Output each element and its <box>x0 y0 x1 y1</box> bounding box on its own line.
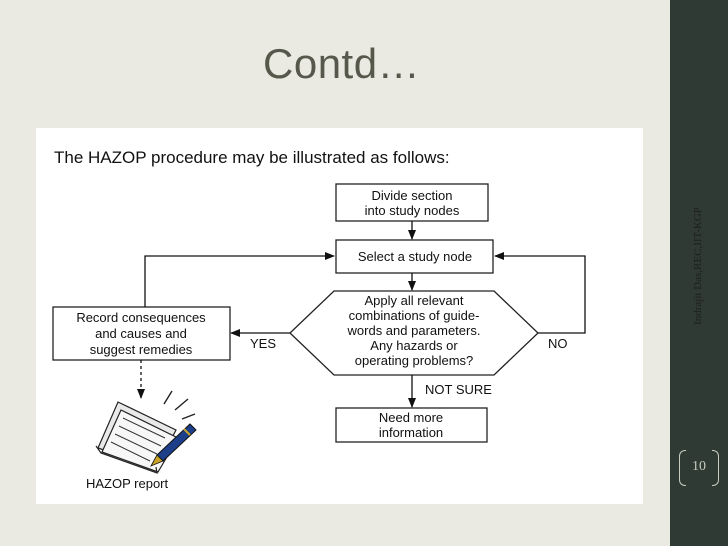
node-select-study-node: Select a study node <box>335 239 494 274</box>
report-label: HAZOP report <box>86 476 169 491</box>
node-need-more-information: Need more information <box>335 407 488 443</box>
node-apply-decision: Apply all relevant combinations of guide… <box>289 290 539 376</box>
page-number: 10 <box>692 459 706 474</box>
node-apply-line-4: Any hazards or <box>370 338 458 353</box>
flow-edges <box>137 221 586 408</box>
node-apply-line-5: operating problems? <box>355 353 474 368</box>
node-need-line-1: Need more <box>379 410 443 425</box>
diagram-intro-text: The HAZOP procedure may be illustrated a… <box>54 148 450 167</box>
pen-icon <box>150 423 197 467</box>
slide-title: Contd… <box>263 40 421 87</box>
node-divide-line-2: into study nodes <box>365 203 460 218</box>
side-credit: Indrajit Das,REC,IIT-KGP <box>692 207 704 325</box>
node-record-line-3: suggest remedies <box>90 342 193 357</box>
node-need-line-2: information <box>379 425 443 440</box>
edge-record-back-to-select <box>144 252 335 307</box>
node-apply-line-1: Apply all relevant <box>365 293 464 308</box>
page-number-badge: 10 <box>679 450 719 486</box>
edge-label-no: NO <box>548 336 568 351</box>
node-divide-line-1: Divide section <box>372 188 453 203</box>
edge-no-back-to-select <box>494 252 586 334</box>
node-record-line-2: and causes and <box>95 326 187 341</box>
edge-label-not-sure: NOT SURE <box>425 382 492 397</box>
report-document-icon <box>95 390 196 474</box>
node-record-consequences: Record consequences and causes and sugge… <box>52 306 231 361</box>
node-apply-line-3: words and parameters. <box>347 323 481 338</box>
node-apply-line-2: combinations of guide- <box>349 308 480 323</box>
node-divide-section: Divide section into study nodes <box>335 183 489 222</box>
node-select-label: Select a study node <box>358 249 472 264</box>
node-record-line-1: Record consequences <box>76 310 206 325</box>
edge-label-yes: YES <box>250 336 276 351</box>
